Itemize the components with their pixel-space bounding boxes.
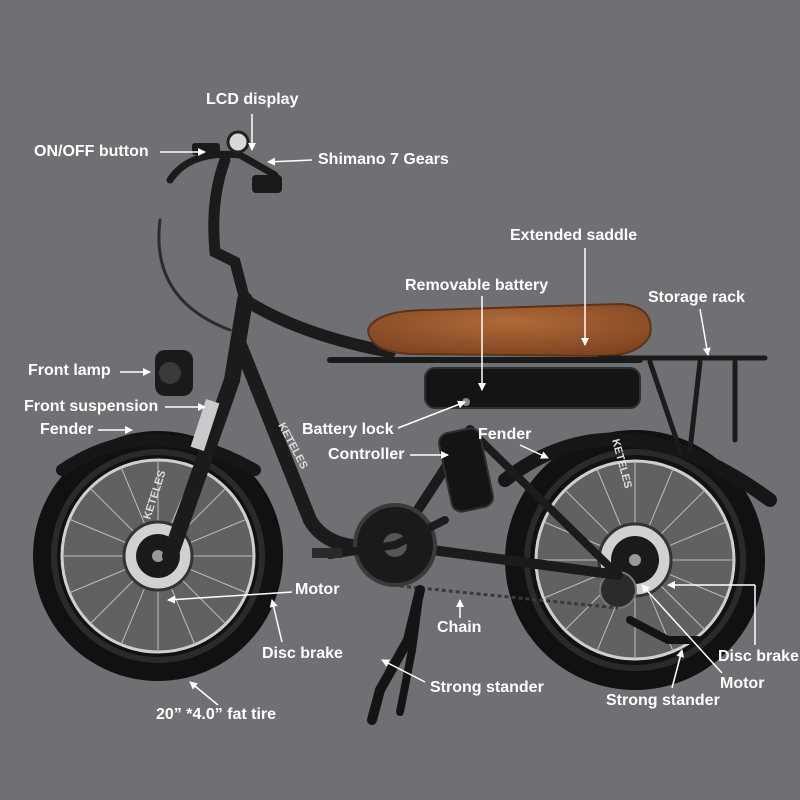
label-front-lamp: Front lamp [28, 362, 111, 379]
label-strong-stander-center: Strong stander [430, 679, 544, 696]
front-fender [56, 434, 261, 476]
label-fat-tire: 20” *4.0” fat tire [156, 706, 277, 723]
rear-rack [597, 355, 768, 453]
label-chain: Chain [437, 619, 482, 636]
label-extended-saddle: Extended saddle [510, 227, 638, 244]
leader-shimano [267, 157, 313, 166]
rear-kickstand [626, 616, 702, 644]
leader-tire [189, 681, 219, 706]
saddle-shape [366, 302, 652, 358]
leader-rack [699, 308, 711, 356]
label-controller: Controller [328, 446, 405, 463]
controller-box [438, 427, 494, 513]
label-motor-front: Motor [295, 581, 340, 598]
leader-stander-center [381, 659, 426, 683]
label-lcd-display: LCD display [206, 91, 299, 108]
leader-battery-lock [397, 400, 466, 429]
handlebar [157, 150, 279, 332]
suspension-stanchion [190, 399, 220, 451]
leader-fender-rear [519, 444, 549, 459]
leader-motor-rear [641, 584, 723, 674]
label-battery-lock: Battery lock [302, 421, 394, 438]
label-motor-rear: Motor [720, 675, 765, 692]
lcd-display-unit [226, 130, 250, 154]
leader-lines [98, 114, 756, 706]
label-removable-battery: Removable battery [405, 277, 549, 294]
chain-line [399, 584, 619, 610]
front-wheel [33, 431, 283, 681]
label-front-suspension: Front suspension [24, 398, 159, 415]
label-on-off-button: ON/OFF button [34, 143, 149, 160]
power-button-unit [192, 143, 220, 155]
label-fender-front: Fender [40, 421, 94, 438]
label-storage-rack: Storage rack [648, 289, 745, 306]
label-disc-brake-front: Disc brake [262, 645, 343, 662]
label-disc-brake-rear: Disc brake [718, 648, 799, 665]
leader-stander-rear [671, 649, 685, 689]
battery-pack [424, 367, 641, 409]
rear-wheel [505, 430, 765, 690]
rear-fender [498, 432, 777, 507]
leader-disc-front [269, 599, 283, 643]
label-strong-stander-rear: Strong stander [606, 692, 720, 709]
leader-motor-front [167, 591, 293, 604]
label-fender-rear: Fender [478, 426, 532, 443]
label-shimano-gears: Shimano 7 Gears [318, 151, 449, 168]
gear-shifter-unit [252, 175, 282, 193]
